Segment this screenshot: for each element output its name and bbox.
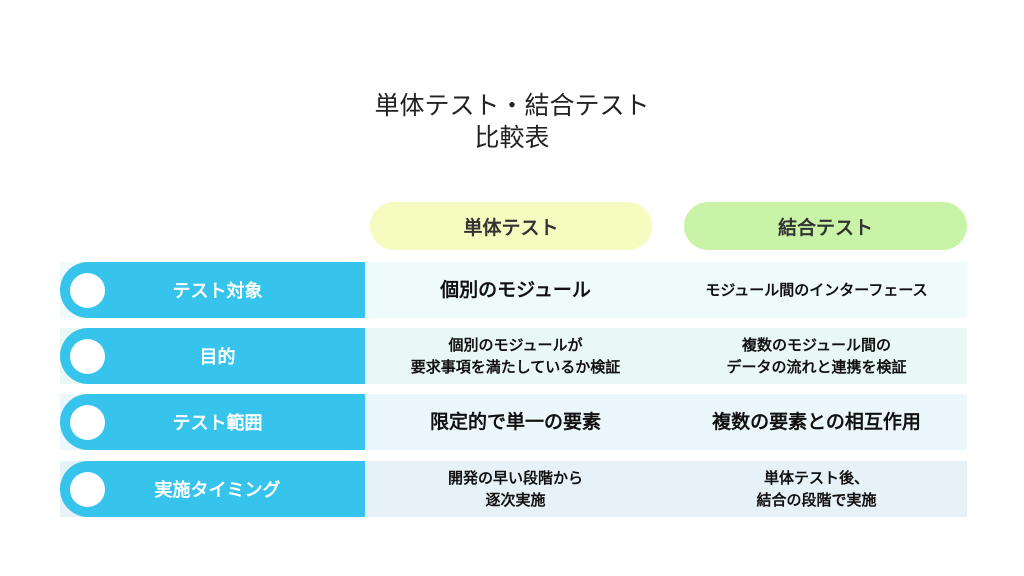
row-label: 実施タイミング bbox=[60, 461, 365, 517]
title-line-1: 単体テスト・結合テスト bbox=[374, 91, 650, 120]
circle-icon bbox=[70, 339, 105, 374]
row-label-text: 実施タイミング bbox=[154, 480, 281, 501]
title-line-2: 比較表 bbox=[474, 123, 550, 152]
circle-icon bbox=[70, 472, 105, 507]
circle-icon bbox=[70, 405, 105, 440]
table-row: テスト対象 個別のモジュール モジュール間のインターフェース bbox=[60, 262, 967, 318]
unit-test-cell: 個別のモジュールが 要求事項を満たしているか検証 bbox=[410, 336, 621, 376]
row-label: テスト対象 bbox=[60, 262, 365, 318]
integration-test-cell: モジュール間のインターフェース bbox=[705, 281, 928, 299]
table-row: 目的 個別のモジュールが 要求事項を満たしているか検証 複数のモジュール間の デ… bbox=[60, 328, 967, 384]
unit-test-cell: 限定的で単一の要素 bbox=[429, 411, 601, 433]
header-integration-test: 結合テスト bbox=[684, 202, 967, 250]
integration-test-cell: 複数の要素との相互作用 bbox=[712, 411, 921, 433]
header-unit-test: 単体テスト bbox=[370, 202, 652, 250]
unit-test-cell: 個別のモジュール bbox=[440, 279, 591, 301]
table-row: テスト範囲 限定的で単一の要素 複数の要素との相互作用 bbox=[60, 394, 967, 450]
table-row: 実施タイミング 開発の早い段階から 逐次実施 単体テスト後、 結合の段階で実施 bbox=[60, 461, 967, 517]
row-label-text: テスト対象 bbox=[172, 281, 263, 302]
row-label: 目的 bbox=[60, 328, 365, 384]
row-label: テスト範囲 bbox=[60, 394, 365, 450]
row-label-text: 目的 bbox=[199, 347, 236, 368]
page-title: 単体テスト・結合テスト 比較表 bbox=[0, 90, 1024, 154]
integration-test-cell: 複数のモジュール間の データの流れと連携を検証 bbox=[726, 336, 907, 376]
unit-test-cell: 開発の早い段階から 逐次実施 bbox=[447, 469, 583, 509]
circle-icon bbox=[70, 273, 105, 308]
row-label-text: テスト範囲 bbox=[172, 413, 263, 434]
integration-test-cell: 単体テスト後、 結合の段階で実施 bbox=[756, 469, 877, 509]
